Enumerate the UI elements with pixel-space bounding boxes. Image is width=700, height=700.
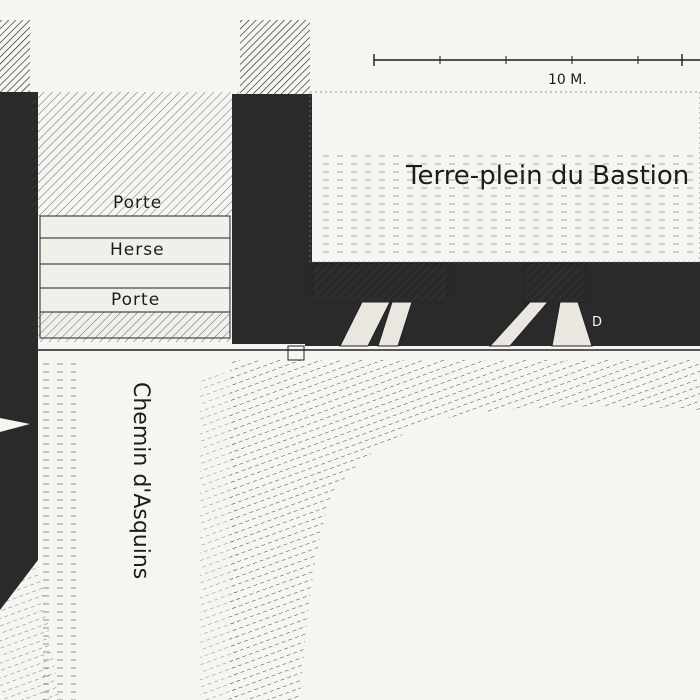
marker-d-label: D [592, 315, 602, 330]
gate-passage [30, 92, 240, 342]
chemin-label: Chemin d'Asquins [128, 382, 153, 579]
terre-plein-texture [318, 150, 700, 256]
scale-bar-label: 10 M. [548, 72, 587, 88]
road-left-edge [0, 360, 76, 700]
scale-bar: 10 M. [373, 54, 700, 88]
porte-upper-label: Porte [113, 193, 162, 213]
left-tower-wall [0, 20, 38, 610]
terre-plein-outline [309, 91, 700, 263]
right-tower-wall [232, 20, 312, 344]
bastion-wall [287, 262, 700, 361]
porte-lower-label: Porte [111, 290, 160, 310]
terre-plein-label: Terre-plein du Bastion [405, 161, 689, 191]
escarpment-slope [200, 360, 700, 700]
herse-label: Herse [110, 240, 165, 260]
